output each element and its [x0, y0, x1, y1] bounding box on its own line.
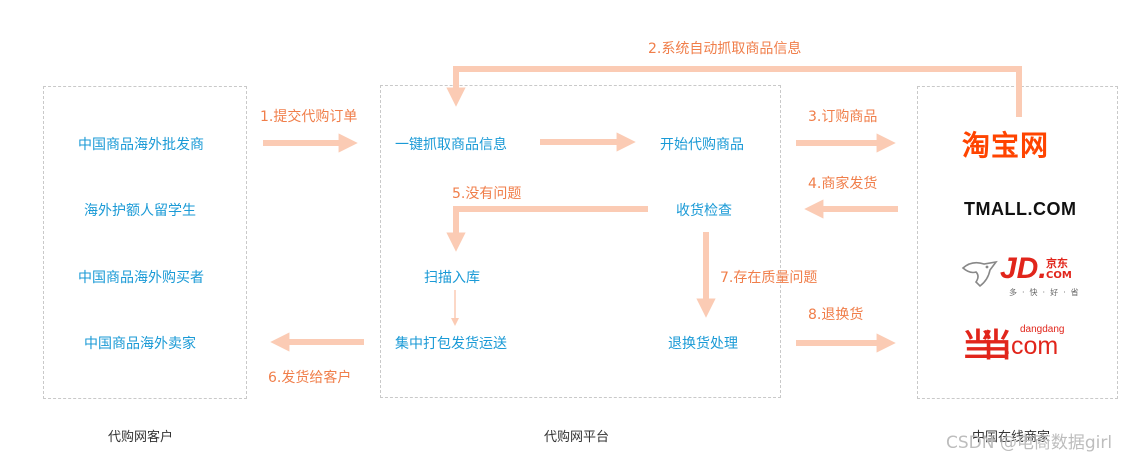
customer-sellers: 中国商品海外卖家 [84, 336, 196, 352]
arrow-step2 [446, 66, 1022, 117]
caption-merchants: 中国在线商家 [972, 430, 1051, 445]
step-label-2: 2.系统自动抓取商品信息 [648, 41, 802, 57]
step-label-4: 4.商家发货 [808, 176, 878, 192]
jd-logo: JD. 京东 COM 多·快·好·省 [960, 252, 1080, 298]
jd-com-text: COM [1046, 270, 1072, 281]
node-scan-stock: 扫描入库 [424, 270, 480, 286]
csdn-watermark: CSDN @电商数据girl [946, 433, 1113, 453]
platform-box [380, 85, 781, 398]
dangdang-logo: 当当 dangdang .com [962, 318, 1082, 364]
customer-buyers: 中国商品海外购买者 [78, 270, 204, 286]
node-fetch-info: 一键抓取商品信息 [395, 137, 507, 153]
node-return-process: 退换货处理 [668, 336, 738, 352]
step-label-1: 1.提交代购订单 [260, 109, 358, 125]
step-label-3: 3.订购商品 [808, 109, 878, 125]
jd-dog-icon [961, 260, 998, 288]
dangdang-small-text: dangdang [1020, 324, 1065, 335]
step-label-7: 7.存在质量问题 [720, 270, 818, 286]
customer-wholesaler: 中国商品海外批发商 [78, 137, 204, 153]
node-receive-check: 收货检查 [676, 203, 732, 219]
jd-slogan: 多·快·好·省 [1009, 288, 1084, 297]
node-pack-ship: 集中打包发货运送 [395, 336, 507, 352]
node-start-purchase: 开始代购商品 [660, 137, 744, 153]
step-label-6: 6.发货给客户 [268, 370, 352, 386]
step-label-5: 5.没有问题 [452, 186, 522, 202]
jd-wordmark: JD. [1000, 252, 1047, 285]
customers-box [43, 86, 247, 399]
taobao-logo: 淘宝网 [962, 129, 1050, 162]
arrow-step5 [446, 206, 648, 252]
dangdang-symbol: 当当 [962, 326, 1012, 364]
dangdang-com-text: .com [1004, 332, 1059, 360]
caption-customers: 代购网客户 [108, 430, 174, 445]
tmall-logo: TMALL.COM [964, 199, 1077, 219]
jd-cn-text: 京东 [1046, 257, 1068, 270]
customer-students: 海外护额人留学生 [84, 203, 196, 219]
step-label-8: 8.退换货 [808, 307, 864, 323]
caption-platform: 代购网平台 [544, 430, 610, 445]
